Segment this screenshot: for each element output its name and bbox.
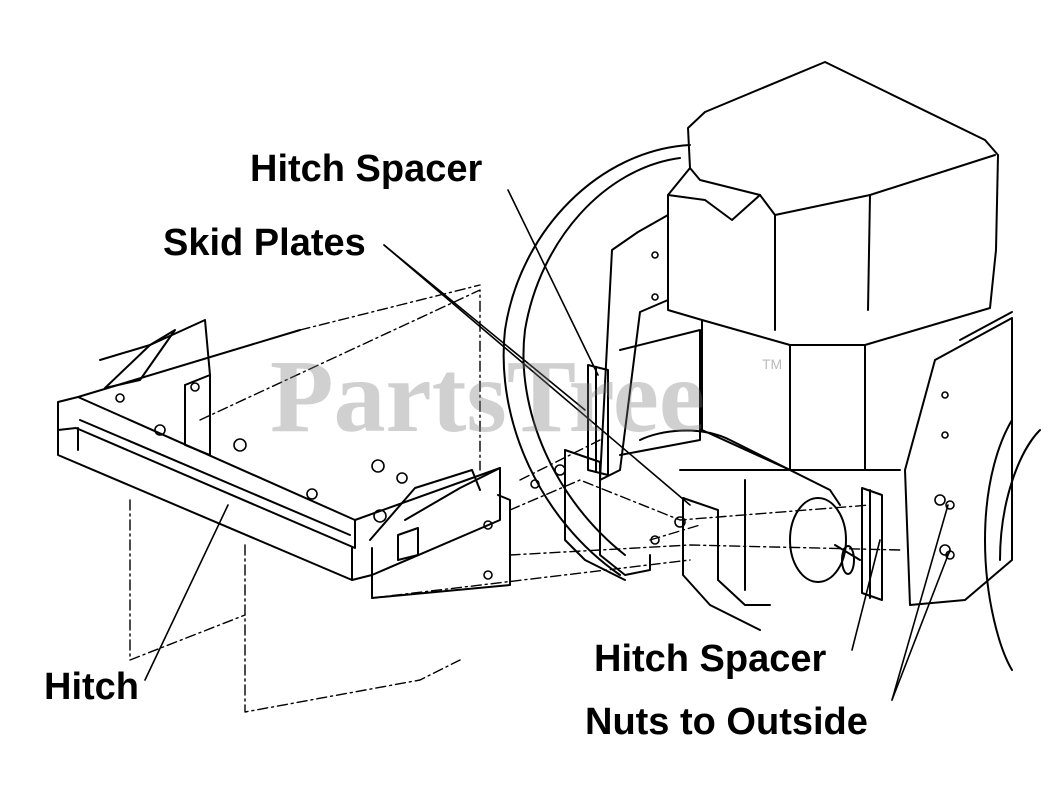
frame-plate-left	[599, 214, 701, 481]
frame-plate-right	[904, 311, 1041, 671]
parts-tree-watermark: PartsTree	[270, 345, 705, 449]
label-hitch-spacer-top: Hitch Spacer	[250, 148, 483, 190]
label-hitch: Hitch	[44, 666, 139, 708]
hitch-body	[57, 319, 511, 599]
label-hitch-spacer-bottom: Hitch Spacer	[594, 638, 827, 680]
leader-lines	[144, 189, 951, 701]
engine	[667, 61, 999, 471]
watermark-text: PartsTree	[270, 339, 706, 454]
label-skid-plates: Skid Plates	[163, 222, 366, 264]
trademark-mark: TM	[762, 356, 783, 372]
skid-plates	[564, 449, 771, 631]
transaxle	[639, 429, 901, 591]
rear-tire	[502, 144, 691, 576]
fastener-bolts	[115, 251, 955, 580]
label-nuts-to-outside: Nuts to Outside	[585, 701, 868, 743]
